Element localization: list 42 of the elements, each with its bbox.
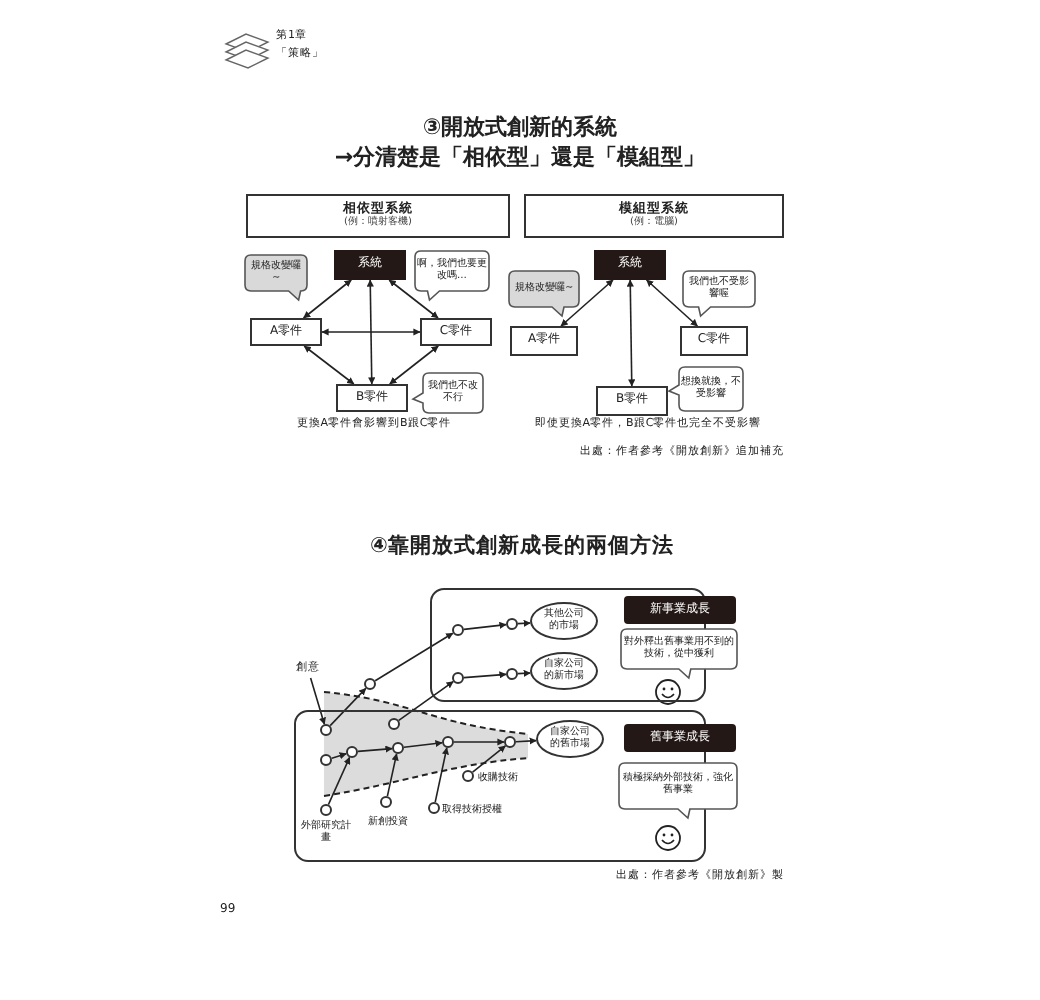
arrow xyxy=(626,279,636,387)
arrow xyxy=(515,737,537,745)
arrow xyxy=(645,279,699,327)
step-circle xyxy=(428,802,440,814)
step-circle xyxy=(364,678,376,690)
arrow xyxy=(517,619,531,627)
arrow xyxy=(327,756,351,806)
step-circle xyxy=(506,668,518,680)
arrow xyxy=(374,632,454,682)
arrow xyxy=(403,740,443,748)
arrow xyxy=(321,328,421,336)
arrow xyxy=(434,747,449,803)
arrow xyxy=(302,279,352,319)
arrow xyxy=(560,279,614,327)
step-circle xyxy=(320,754,332,766)
arrow xyxy=(386,753,399,797)
arrow xyxy=(309,677,326,725)
title-box xyxy=(524,194,784,238)
section-heading: ③開放式創新的系統 xyxy=(420,114,620,140)
arrow xyxy=(389,345,439,385)
title-box xyxy=(246,194,510,238)
arrow xyxy=(463,621,507,631)
arrow xyxy=(463,671,507,679)
arrow xyxy=(366,279,376,385)
arrow xyxy=(453,738,505,746)
section-heading: ④靠開放式創新成長的兩個方法 xyxy=(368,532,676,560)
step-circle xyxy=(320,724,332,736)
arrow xyxy=(357,745,393,753)
arrow xyxy=(331,752,347,760)
arrow xyxy=(517,669,531,677)
step-circle xyxy=(452,672,464,684)
arrow xyxy=(471,745,507,773)
step-circle xyxy=(452,624,464,636)
section-subheading: →分清楚是「相依型」還是「模組型」 xyxy=(332,144,708,172)
arrow xyxy=(398,680,454,722)
step-circle xyxy=(462,770,474,782)
arrow xyxy=(303,345,355,385)
step-circle xyxy=(380,796,392,808)
step-circle xyxy=(320,804,332,816)
arrow xyxy=(329,687,367,727)
step-circle xyxy=(506,618,518,630)
arrow xyxy=(388,279,439,319)
